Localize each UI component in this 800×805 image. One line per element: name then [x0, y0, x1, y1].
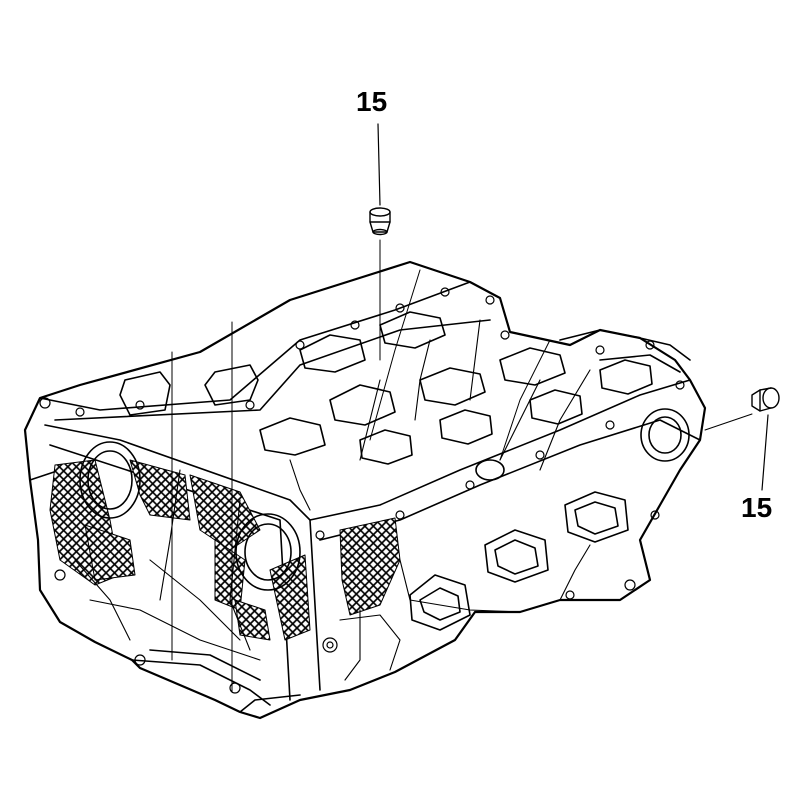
- alignment-lines: [171, 239, 753, 693]
- casting-details: [74, 319, 591, 681]
- leader-line-right: [761, 414, 769, 491]
- hatched-surfaces: [49, 459, 401, 641]
- callout-label-top: 15: [356, 86, 388, 117]
- intake-ports: [409, 491, 629, 631]
- plug-right-icon: [751, 387, 780, 412]
- cylinder-head-casting: [23, 260, 707, 720]
- callout-label-right: 15: [741, 492, 773, 523]
- camshaft-bores: [79, 408, 690, 591]
- callout-leaders: [377, 123, 769, 491]
- camshaft-cavities: [119, 311, 653, 465]
- leader-line-top: [377, 123, 381, 206]
- bolt-holes: [39, 287, 685, 694]
- plug-top-icon: [369, 207, 391, 236]
